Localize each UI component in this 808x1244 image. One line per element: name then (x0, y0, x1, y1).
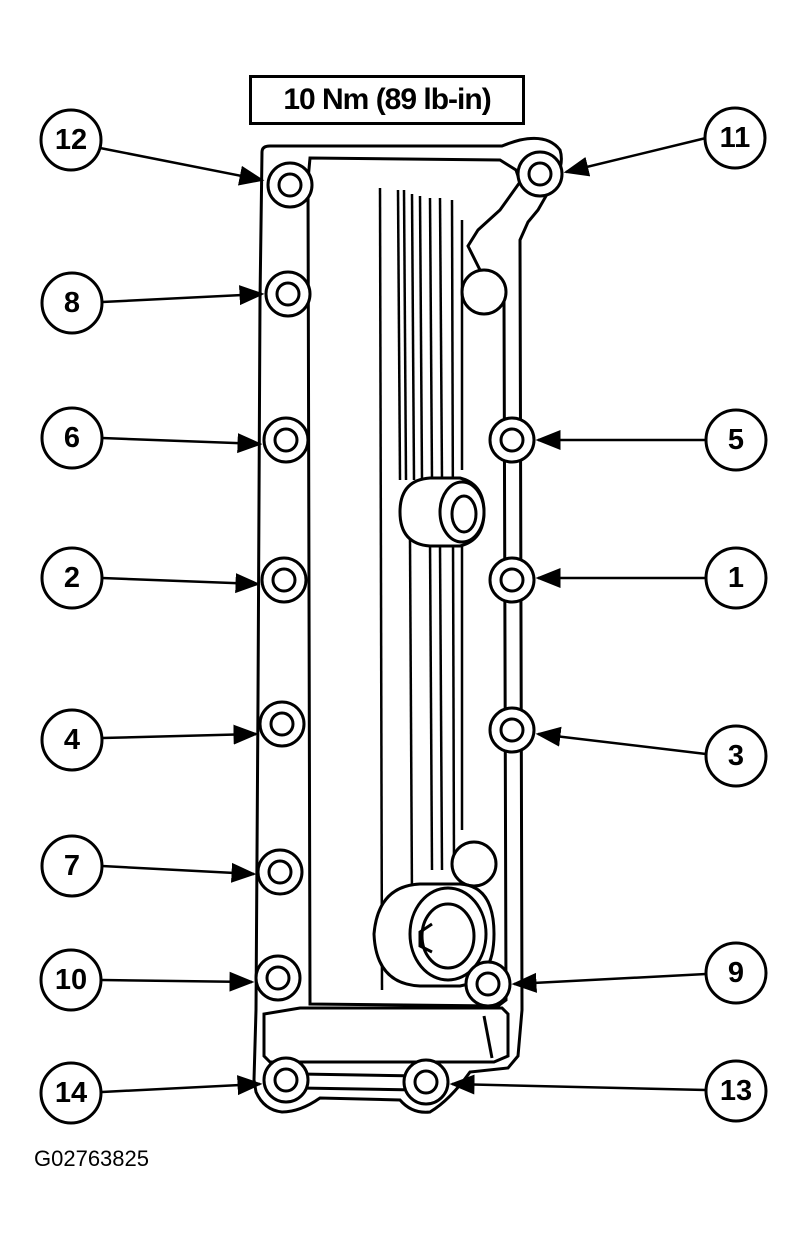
cover-outer-outline (252, 136, 563, 1114)
arrow-6 (101, 433, 263, 454)
bolt-12-icon (266, 161, 314, 209)
callout-6-circle (40, 406, 104, 470)
callout-10: 10 (55, 964, 87, 996)
callout-5: 5 (728, 424, 744, 456)
cover-ribs (378, 187, 464, 991)
arrow-7 (101, 862, 257, 883)
arrow-9 (511, 972, 707, 993)
callout-10-circle (39, 948, 103, 1012)
leader-arrows (99, 136, 707, 1096)
bolt-13-icon (402, 1058, 450, 1106)
callout-circles (39, 106, 768, 1125)
callout-8: 8 (64, 287, 80, 319)
arrow-10 (101, 971, 255, 992)
bolt-11-icon (516, 150, 564, 198)
bolt-2-icon (260, 556, 308, 604)
bolt-4-icon (258, 700, 306, 748)
callout-9-circle (704, 941, 768, 1005)
bolt-14-icon (262, 1056, 310, 1104)
callout-1-circle (704, 546, 768, 610)
callout-5-circle (704, 408, 768, 472)
bolt-1-icon (488, 556, 536, 604)
arrow-13 (449, 1074, 707, 1095)
callout-labels: 12 11 8 6 5 2 1 4 3 7 10 9 14 13 (55, 122, 752, 1109)
cover-bottom-rail (262, 1006, 510, 1064)
bolt-3-icon (488, 706, 536, 754)
bolt-bosses (254, 150, 564, 1106)
callout-3: 3 (728, 740, 744, 772)
callout-6: 6 (64, 422, 80, 454)
callout-4: 4 (64, 724, 80, 756)
arrow-2 (101, 573, 261, 594)
arrow-4 (101, 724, 259, 745)
callout-8-circle (40, 271, 104, 335)
callout-12-circle (39, 108, 103, 172)
callout-13: 13 (720, 1075, 752, 1107)
arrow-11 (563, 136, 707, 177)
arrow-8 (101, 285, 265, 306)
callout-11: 11 (720, 122, 751, 154)
torque-spec-label: 10 Nm (89 lb-in) (249, 75, 525, 125)
bolt-9-icon (464, 960, 512, 1008)
callout-4-circle (40, 708, 104, 772)
callout-7: 7 (64, 850, 80, 882)
bolt-10-icon (254, 954, 302, 1002)
bolt-8-icon (264, 270, 312, 318)
upper-breather-boss (460, 268, 508, 316)
arrow-14 (101, 1075, 263, 1096)
callout-13-circle (704, 1059, 768, 1123)
arrow-3 (535, 726, 707, 756)
callout-11-circle (703, 106, 767, 170)
callout-1: 1 (728, 562, 744, 594)
callout-12: 12 (55, 124, 87, 156)
lower-breather-boss (450, 840, 498, 888)
arrow-12 (99, 146, 265, 186)
callout-3-circle (704, 724, 768, 788)
bolt-5-icon (488, 416, 536, 464)
figure-id: G02763825 (34, 1146, 149, 1171)
callout-2: 2 (64, 562, 80, 594)
cover-features (372, 268, 508, 988)
callout-14-circle (39, 1061, 103, 1125)
bolt-6-icon (262, 416, 310, 464)
callout-9: 9 (728, 957, 744, 989)
callout-7-circle (40, 834, 104, 898)
callout-14: 14 (55, 1077, 87, 1109)
bolt-7-icon (256, 848, 304, 896)
callout-2-circle (40, 546, 104, 610)
